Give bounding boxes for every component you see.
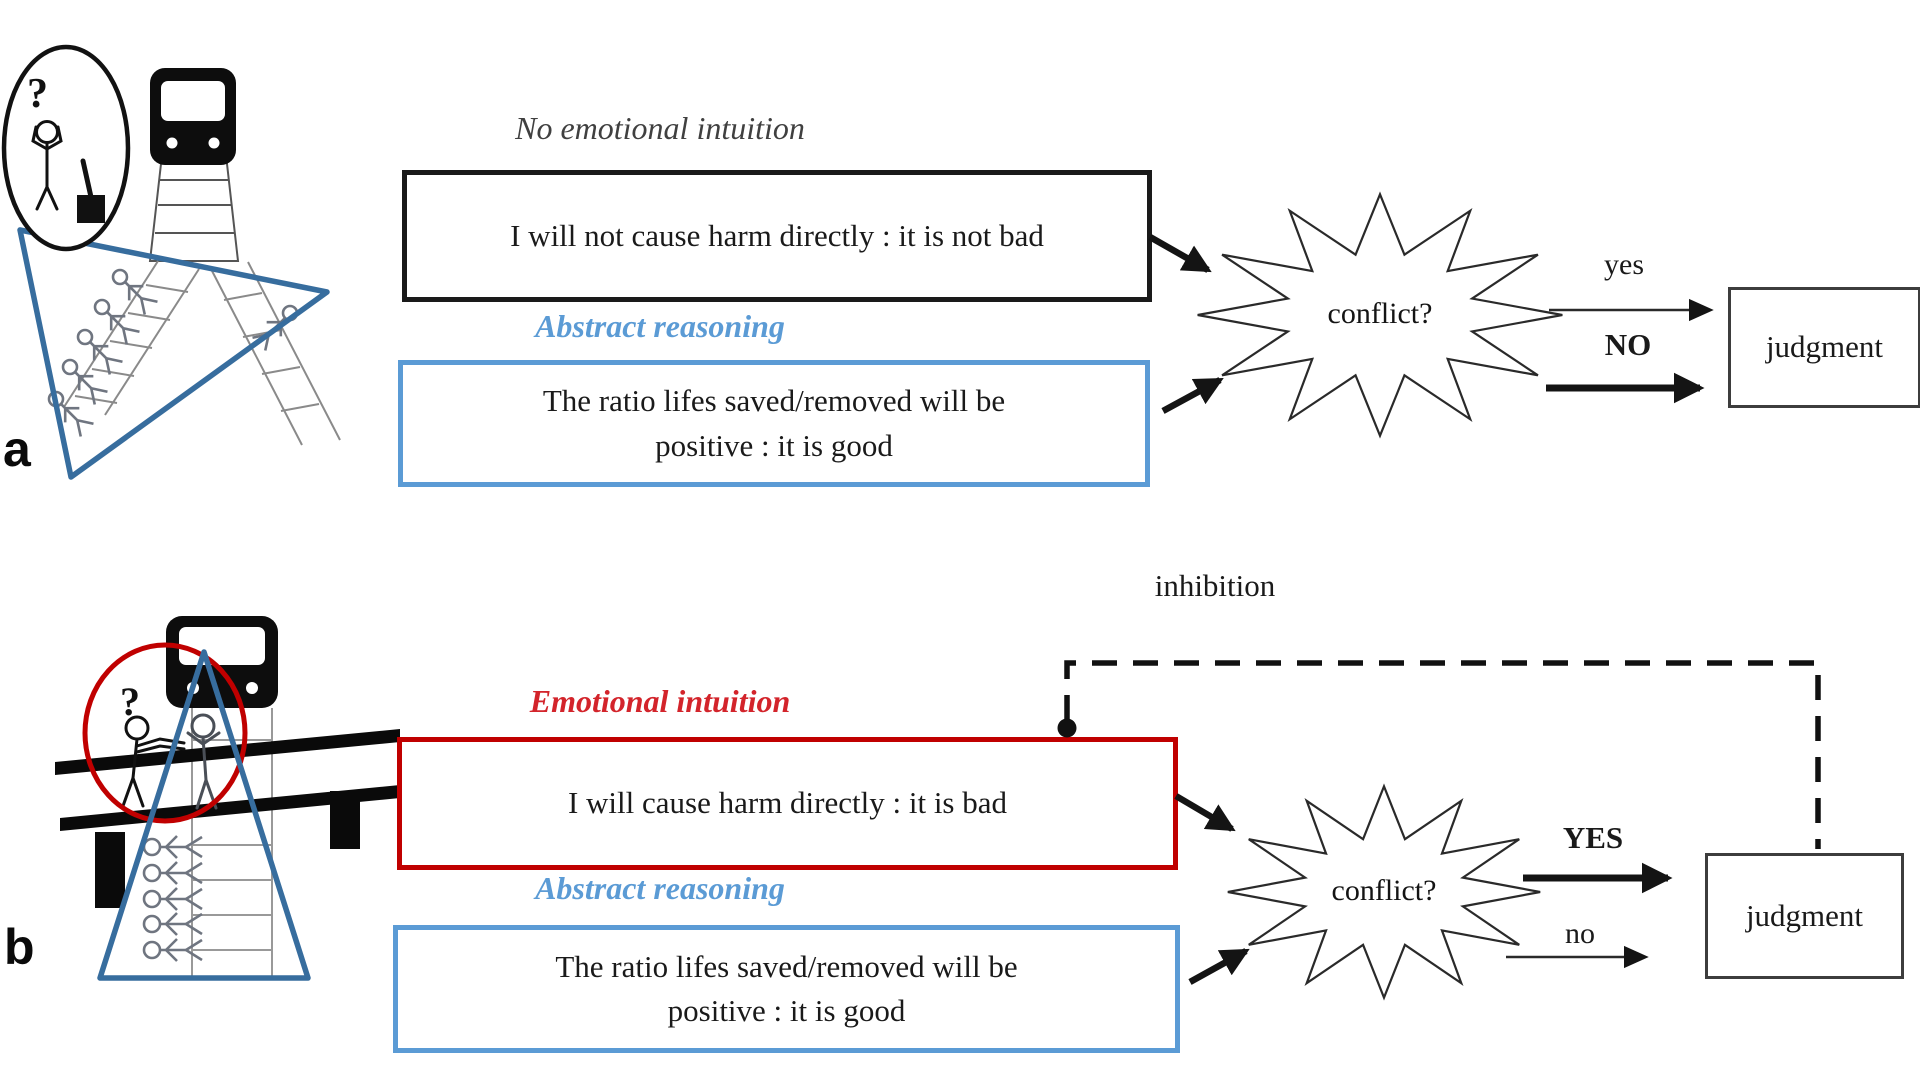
inhibition-label: inhibition — [1154, 568, 1276, 603]
question-mark: ? — [27, 71, 48, 117]
agent-spotlight: ? — [1, 44, 131, 252]
panel-b-label: b — [4, 919, 35, 975]
conflict-starburst-a — [1192, 187, 1568, 443]
panel-a-label: a — [3, 421, 31, 477]
no-label-a: NO — [1604, 327, 1652, 362]
judgment-box-a-text: judgment — [1765, 329, 1884, 365]
footbridge-illustration: ? — [55, 616, 400, 981]
trolley-switch-illustration: ? — [1, 44, 341, 480]
judgment-box-a: judgment — [1728, 287, 1920, 408]
yes-label-b: YES — [1562, 820, 1624, 855]
track-victims-figures — [142, 834, 204, 963]
conflict-label-b: conflict? — [1331, 874, 1437, 907]
reasoning-box-a-line1: The ratio lifes saved/removed will be — [542, 383, 1006, 419]
abstract-reasoning-title-a: Abstract reasoning — [535, 308, 785, 344]
no-label-b: no — [1565, 917, 1595, 950]
attention-triangle-icon — [17, 227, 330, 480]
reasoning-box-b-line1: The ratio lifes saved/removed will be — [555, 948, 1018, 984]
spotlight-circle-icon — [82, 642, 248, 824]
footbridge-icon — [55, 729, 400, 908]
reasoning-box-b-line2: positive : it is good — [667, 993, 906, 1028]
intuition-box-a: I will not cause harm directly : it is n… — [402, 170, 1152, 302]
reasoning-box-a: The ratio lifes saved/removed will be po… — [398, 360, 1150, 487]
trolley-icon — [166, 616, 278, 708]
tram-cars — [148, 154, 240, 262]
lever-icon — [77, 158, 105, 223]
judgment-box-b: judgment — [1705, 853, 1904, 979]
conflict-label-a: conflict? — [1327, 297, 1433, 330]
victim-stick-figure — [186, 713, 221, 810]
reasoning-box-b: The ratio lifes saved/removed will be po… — [393, 925, 1180, 1053]
intuition-box-b: I will cause harm directly : it is bad — [397, 737, 1178, 870]
yes-label-a: yes — [1604, 248, 1644, 281]
inhibition-origin-dot — [1057, 718, 1077, 738]
emotional-intuition-title: Emotional intuition — [529, 683, 791, 719]
agent-stick-figure — [31, 120, 63, 211]
abstract-reasoning-title-b: Abstract reasoning — [535, 870, 785, 906]
intuition-box-b-text: I will cause harm directly : it is bad — [567, 785, 1008, 821]
reasoning-box-a-line2: positive : it is good — [655, 427, 893, 463]
judgment-box-b-text: judgment — [1745, 897, 1864, 933]
intuition-box-a-text: I will not cause harm directly : it is n… — [510, 217, 1044, 253]
attention-triangle-icon — [97, 649, 311, 981]
trolley-icon — [150, 68, 236, 165]
question-mark: ? — [120, 679, 140, 724]
no-emotional-intuition-title: No emotional intuition — [515, 110, 805, 146]
